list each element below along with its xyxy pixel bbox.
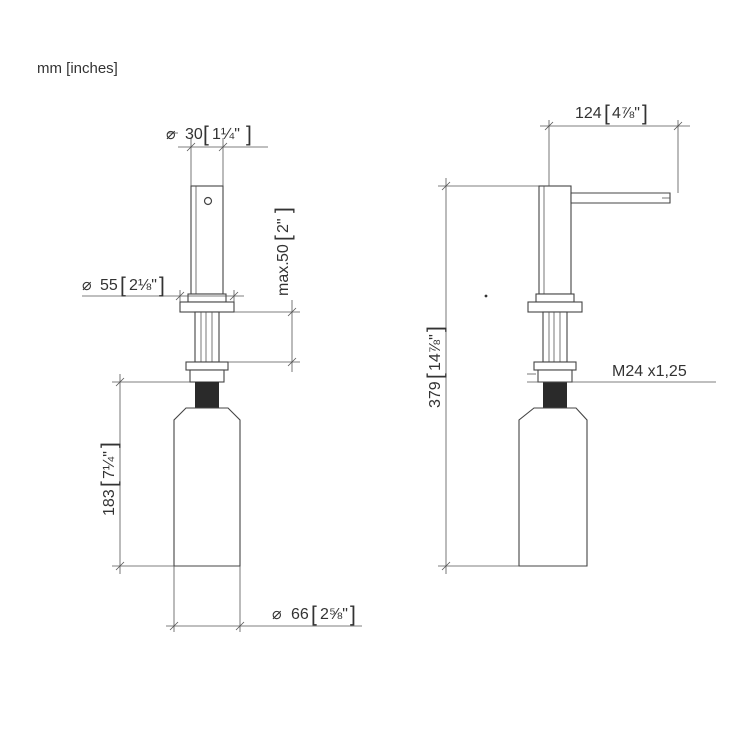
units-note: mm [inches]	[37, 60, 118, 77]
max-thickness-inch: 2"	[275, 218, 292, 233]
bottle-height-inch: 7¼"	[101, 451, 118, 479]
spout	[570, 192, 671, 204]
side-flange	[527, 301, 583, 313]
flange-diameter-symbol: ⌀	[82, 277, 92, 294]
flange-diameter-mm: 55	[100, 277, 118, 294]
side-shaft	[542, 311, 568, 363]
svg-text:]: ]	[159, 274, 165, 297]
top-diameter-symbol: ⌀	[166, 126, 176, 143]
svg-text:]: ]	[424, 326, 447, 332]
bottle-diameter-inch: 2⅝"	[320, 606, 348, 623]
nut-lower	[189, 369, 225, 383]
svg-text:]: ]	[350, 603, 356, 626]
svg-text:[: [	[424, 373, 447, 379]
svg-text:]: ]	[98, 442, 121, 448]
svg-text:[: [	[311, 603, 317, 626]
side-view: 124 [ 4⅞" ] 379 [ 14⅞" ] M24 x1,25	[424, 102, 716, 574]
svg-text:]: ]	[272, 207, 295, 213]
side-bottle	[518, 407, 588, 567]
max-thickness-mm: 50	[275, 244, 292, 262]
svg-text:[: [	[120, 274, 126, 297]
nut	[185, 361, 229, 371]
collar	[187, 293, 227, 303]
svg-text:]: ]	[246, 123, 252, 146]
bottle	[173, 407, 241, 567]
side-collar	[535, 293, 575, 303]
bottle-diameter-symbol: ⌀	[272, 606, 282, 623]
svg-text:[: [	[604, 102, 610, 125]
spout-length-mm: 124	[575, 105, 602, 122]
pump-hole	[203, 196, 213, 206]
svg-text:[: [	[203, 123, 209, 146]
side-thread	[543, 382, 567, 408]
total-height-inch: 14⅞"	[427, 334, 444, 371]
shaft	[194, 311, 220, 363]
svg-text:[: [	[272, 235, 295, 241]
top-diameter-mm: 30	[185, 126, 203, 143]
bottle-height-mm: 183	[101, 489, 118, 516]
flange-diameter-inch: 2⅛"	[129, 277, 157, 294]
flange	[179, 301, 235, 313]
spout-length-inch: 4⅞"	[612, 105, 640, 122]
front-view: ⌀ 30 [ 1¼" ] ⌀ 55 [ 2⅛" ] max. 50 [ 2" ]	[82, 123, 362, 632]
svg-text:]: ]	[642, 102, 648, 125]
top-diameter-inch: 1¼"	[212, 126, 240, 143]
side-nut-lower	[537, 369, 573, 383]
bottle-diameter-mm: 66	[291, 606, 309, 623]
side-nut	[533, 361, 577, 371]
max-thickness-prefix: max.	[275, 261, 292, 296]
thread	[195, 382, 219, 408]
thread-spec: M24 x1,25	[612, 363, 687, 380]
total-height-mm: 379	[427, 381, 444, 408]
svg-text:[: [	[98, 481, 121, 487]
